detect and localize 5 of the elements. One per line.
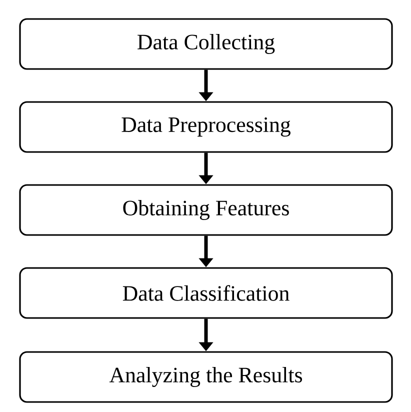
process-box: Obtaining Features [19, 184, 393, 236]
process-box: Data Preprocessing [19, 101, 393, 153]
process-box: Data Collecting [19, 18, 393, 70]
process-box: Analyzing the Results [19, 351, 393, 403]
process-box: Data Classification [19, 267, 393, 319]
